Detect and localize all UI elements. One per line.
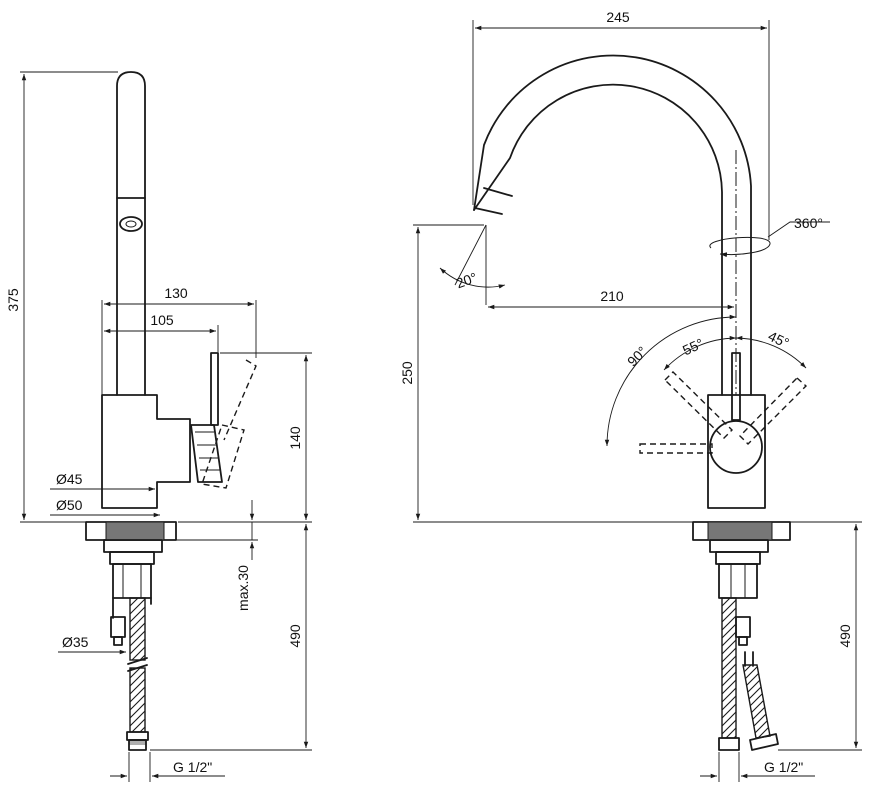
front-reach-label: 210	[600, 288, 624, 304]
side-hose-length-label: 490	[287, 624, 303, 648]
side-depth-label: 130	[164, 285, 188, 301]
front-thread-label: G 1/2"	[764, 759, 803, 775]
side-base-dia-label: Ø50	[56, 497, 83, 513]
side-body-dia-label: Ø45	[56, 471, 83, 487]
front-base	[692, 521, 791, 646]
front-width-label: 245	[606, 9, 630, 25]
side-max-thickness-label: max.30	[235, 565, 251, 611]
front-lever-left-label: 55°	[680, 335, 706, 358]
side-body	[101, 352, 257, 509]
side-lever-reach-label: 105	[150, 312, 174, 328]
side-lever-height-label: 140	[287, 426, 303, 450]
side-shank-dia-label: Ø35	[62, 634, 89, 650]
front-lever-swing-label: 90°	[624, 343, 650, 369]
front-view: 245 360° 20° 210 250 90° 55°	[399, 9, 862, 782]
front-hoses	[718, 597, 779, 751]
front-spout-height-label: 250	[399, 361, 415, 385]
side-dimensions: 375 130 105 140 Ø45 Ø50	[5, 71, 312, 782]
side-spout	[116, 71, 146, 396]
front-dimensions: 245 360° 20° 210 250 90° 55°	[399, 9, 862, 782]
side-thread-label: G 1/2"	[173, 759, 212, 775]
side-base	[85, 521, 177, 646]
front-spout	[473, 54, 771, 396]
side-hose	[126, 597, 149, 751]
side-height-label: 375	[5, 288, 21, 312]
side-view: 375 130 105 140 Ø45 Ø50	[5, 71, 312, 782]
front-body	[639, 352, 808, 509]
front-lever-right-label: 45°	[766, 328, 792, 351]
front-aerator-tilt-label: 20°	[454, 269, 479, 291]
front-rotation-label: 360°	[794, 215, 823, 231]
front-hose-length-label: 490	[837, 624, 853, 648]
